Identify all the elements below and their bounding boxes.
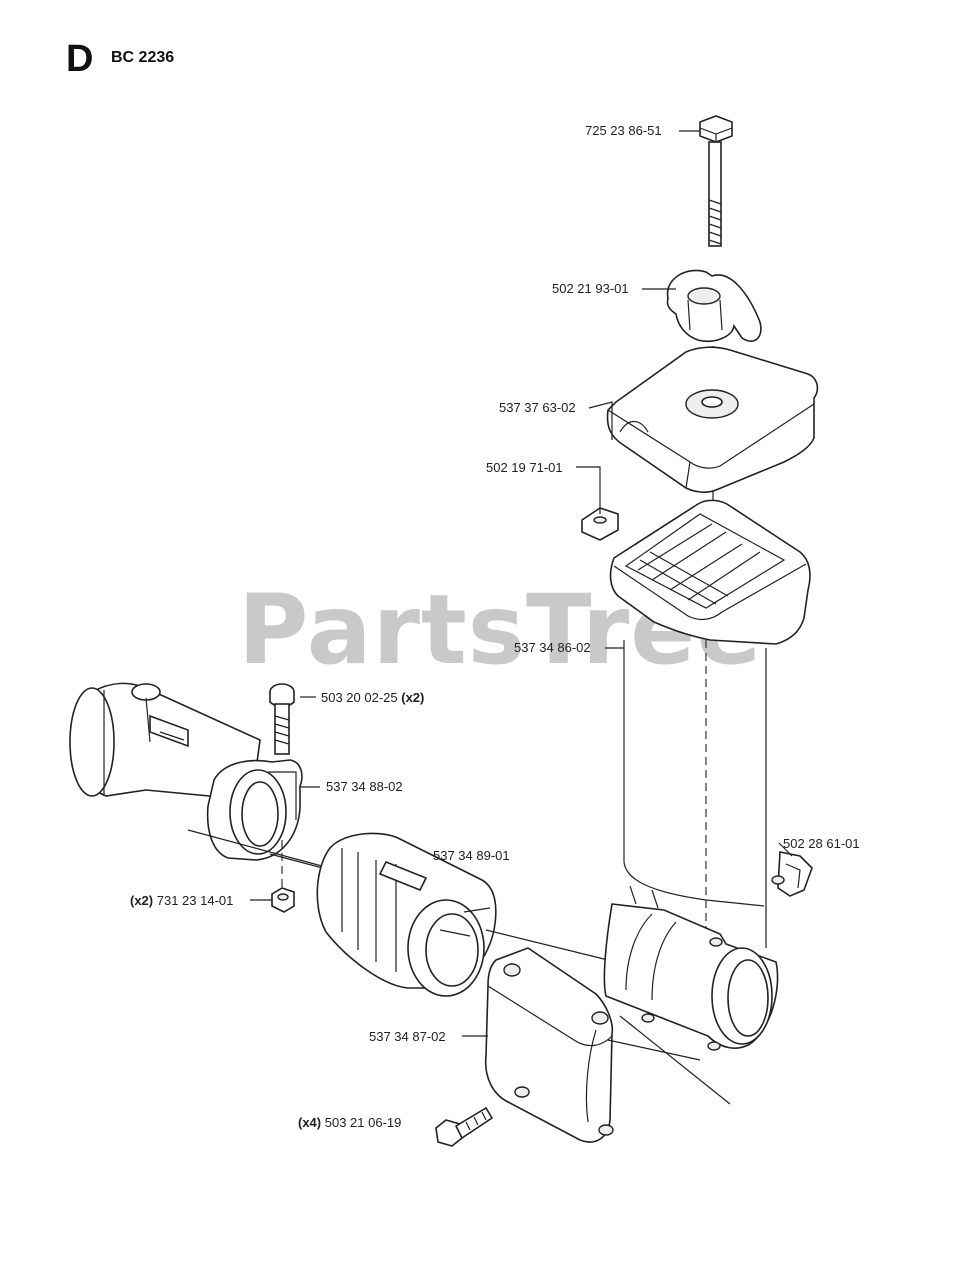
lower-bolt-drawing: [435, 1106, 494, 1147]
part-number: 537 34 87-02: [369, 1029, 446, 1044]
callout-nut-small: 502 19 71-01: [486, 460, 563, 475]
section-letter: D: [66, 38, 94, 80]
callout-lower-clamp: 537 34 87-02: [369, 1029, 446, 1044]
lower-clamp-drawing: [484, 947, 614, 1143]
callout-knob: 502 21 93-01: [552, 281, 629, 296]
model-title: BC 2236: [111, 49, 175, 66]
quantity: (x2): [130, 893, 154, 908]
part-number: 537 34 86-02: [514, 640, 591, 655]
top-bolt-drawing: [699, 115, 733, 247]
spacer-drawing: [316, 832, 497, 997]
part-number: 502 21 93-01: [552, 281, 629, 296]
ring-clamp-drawing: [206, 759, 303, 861]
quantity: (x4): [298, 1115, 322, 1130]
callout-bolt-top: 725 23 86-51: [585, 123, 662, 138]
lower-bracket-drawing: [603, 885, 779, 1051]
knob-drawing: [666, 269, 762, 342]
left-tube-drawing: [69, 682, 261, 801]
callout-handle-bracket: 537 34 86-02: [514, 640, 591, 655]
nut-drawing: [271, 887, 295, 913]
part-number: 502 28 61-01: [783, 836, 860, 851]
part-number: 725 23 86-51: [585, 123, 662, 138]
part-number: 537 34 89-01: [433, 848, 510, 863]
part-number: 731 23 14-01: [156, 893, 234, 908]
quantity: (x2): [401, 690, 425, 705]
part-number: 502 19 71-01: [486, 460, 563, 475]
part-number: 503 20 02-25: [321, 690, 398, 705]
cable-clip-drawing: [771, 851, 813, 897]
part-number: 537 37 63-02: [499, 400, 576, 415]
leader-lines: [250, 130, 793, 1037]
callout-screw: 503 20 02-25 (x2): [321, 690, 424, 705]
screw-drawing: [269, 683, 295, 755]
handle-bracket-drawing: [609, 499, 811, 948]
callout-bolt-lower: (x4) 503 21 06-19: [298, 1115, 401, 1130]
callout-nut: (x2) 731 23 14-01: [130, 893, 233, 908]
callout-cable-clip: 502 28 61-01: [783, 836, 860, 851]
callout-ring-clamp: 537 34 88-02: [326, 779, 403, 794]
callout-spacer: 537 34 89-01: [433, 848, 510, 863]
callout-clamp-cover: 537 37 63-02: [499, 400, 576, 415]
part-number: 537 34 88-02: [326, 779, 403, 794]
part-number: 503 21 06-19: [324, 1115, 402, 1130]
clamp-cover-drawing: [606, 346, 819, 493]
